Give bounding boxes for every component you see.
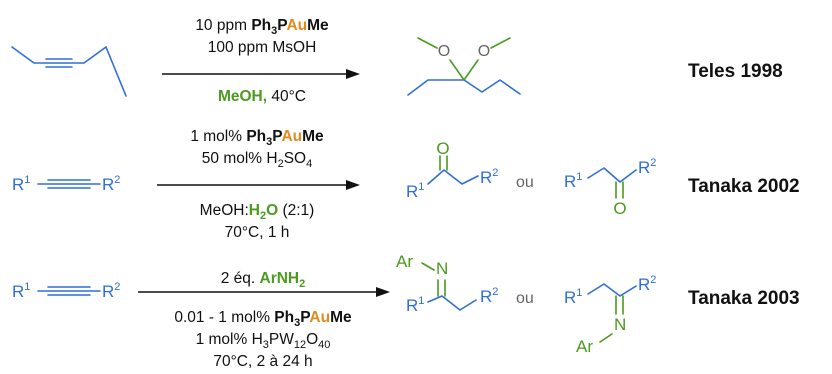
methyl-bond [417,37,438,49]
reaction-arrow-1 [162,69,360,79]
reaction-arrow-2 [157,180,360,190]
methoxy-bond [463,59,479,81]
reaction-tanaka-2003: R1 R2 2 éq. ArNH2 0.01 - 1 mol% Ph3PAuMe… [12,252,800,370]
temperature-time-label: 70°C, 1 h [225,224,290,241]
aryl-group: Ar [396,252,413,271]
r2-group: R2 [638,157,656,177]
aryl-nitrogen-bond [421,262,435,271]
r1-group: R1 [406,295,424,315]
reaction-arrow-3 [138,287,390,297]
r2-group: R2 [102,174,120,194]
r2-group: R2 [480,167,498,187]
reaction-tanaka-2002: R1 R2 1 mol% Ph3PAuMe 50 mol% H2SO4 MeOH… [12,128,800,241]
reference-label: Tanaka 2003 [688,288,800,309]
substrate-hexyne [11,46,127,97]
r2-group: R2 [638,274,656,294]
ethyl-chain [407,79,465,96]
imine-chain [587,283,637,297]
methoxy-bond [449,59,465,81]
product-imine-1: Ar N R1 R2 [396,252,498,315]
or-separator: ou [516,174,534,191]
reaction-teles-1998: 10 ppm Ph3PAuMe 100 ppm MsOH MeOH, 40°C … [11,17,783,105]
solvent-ratio-label: MeOH:H2O (2:1) [200,202,315,222]
oxygen-atom: O [438,43,450,60]
r1-group: R1 [12,174,30,194]
acid-loading-label: 50 mol% H2SO4 [202,150,312,170]
hexyne-chain [11,46,107,64]
or-separator: ou [516,290,534,307]
heteropolyacid-label: 1 mol% H3PW12O40 [196,331,331,351]
acid-loading-label: 100 ppm MsOH [208,39,317,56]
r1-group: R1 [12,281,30,301]
oxygen-atom: O [478,43,490,60]
imine-chain [427,295,477,311]
catalyst-loading-label: 10 ppm Ph3PAuMe [195,17,329,37]
ketone-chain [587,167,637,183]
oxygen-atom: O [436,139,449,158]
reference-label: Teles 1998 [688,61,783,82]
r1-group: R1 [564,287,582,307]
propyl-chain [463,79,521,95]
nitrogen-atom: N [614,315,626,334]
reference-label: Tanaka 2002 [688,176,800,197]
solvent-temperature-label: MeOH, 40°C [218,88,306,105]
amine-equivalents-label: 2 éq. ArNH2 [221,270,306,290]
nitrogen-atom: N [436,259,448,278]
temperature-time-label: 70°C, 2 à 24 h [213,353,312,370]
product-ketone-1: R1 O R2 [406,139,498,201]
r1-group: R1 [406,181,424,201]
r2-group: R2 [102,281,120,301]
r2-group: R2 [480,286,498,306]
methyl-bond [490,37,511,49]
substrate-internal-alkyne: R1 R2 [12,281,120,301]
ethyl-end-bond [105,46,127,97]
substrate-internal-alkyne: R1 R2 [12,174,120,194]
aryl-group: Ar [576,337,593,356]
ketone-chain [427,169,479,185]
aryl-nitrogen-bond [599,333,613,343]
product-dimethoxy-ketal: O O [407,37,521,96]
oxygen-atom: O [613,199,626,218]
catalyst-loading-label: 1 mol% Ph3PAuMe [190,128,324,148]
catalyst-loading-label: 0.01 - 1 mol% Ph3PAuMe [174,309,352,329]
product-ketone-2: R1 O R2 [564,157,656,218]
product-imine-2: R1 N Ar R2 [564,274,656,356]
r1-group: R1 [564,171,582,191]
